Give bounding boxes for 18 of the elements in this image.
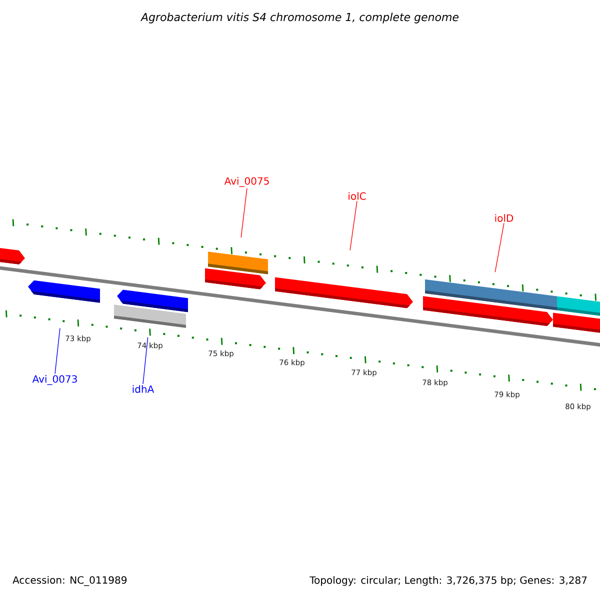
genome-stats: Topology: circular; Length: 3,726,375 bp; Genes: 3,287 <box>310 576 587 586</box>
title: Agrobacterium vitis S4 chromosome 1, complete genome <box>140 12 458 24</box>
gene-feature <box>28 280 100 303</box>
accession-text: Accession: NC_011989 <box>12 576 127 586</box>
leader-line <box>494 222 504 272</box>
leader-line <box>142 336 148 384</box>
gene-label: idhA <box>132 385 154 393</box>
leader-line <box>54 328 60 374</box>
gene-label: iolC <box>348 192 366 200</box>
leader-line <box>350 200 358 251</box>
leader-line <box>240 188 248 238</box>
gene-feature <box>208 252 268 274</box>
gene-feature <box>275 277 413 308</box>
gene-feature <box>425 279 557 310</box>
gene-label: iolD <box>495 214 514 222</box>
gene-label: Avi_0075 <box>224 177 269 187</box>
gene-feature <box>114 304 186 328</box>
gene-label: Avi_0073 <box>32 375 77 385</box>
